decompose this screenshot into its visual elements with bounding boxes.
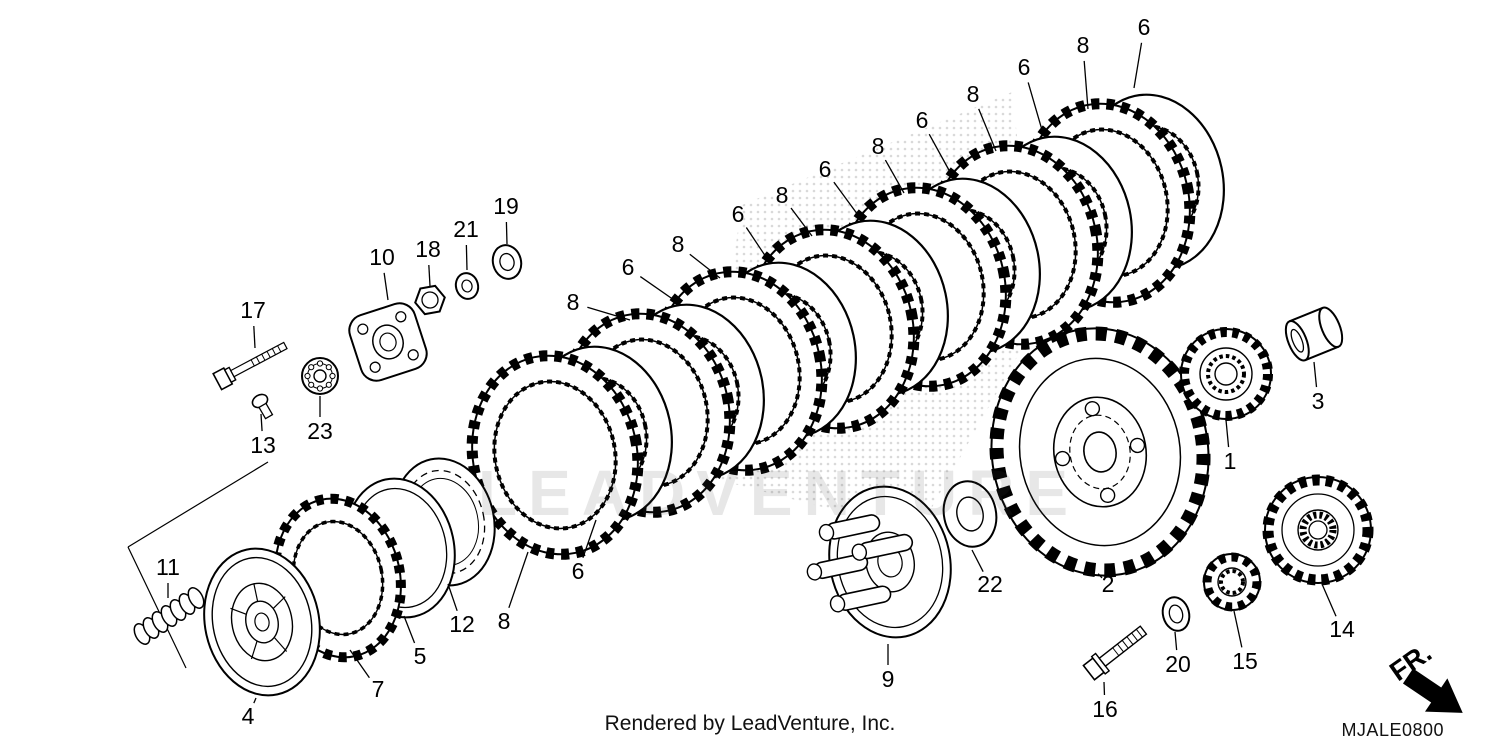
part-callout-5[interactable]: 5: [413, 643, 427, 670]
part-callout-8[interactable]: 8: [497, 608, 511, 635]
part-13-screw: [251, 393, 274, 420]
part-callout-6[interactable]: 6: [731, 201, 745, 228]
part-callout-8[interactable]: 8: [566, 289, 580, 316]
part-16-bolt: [1082, 625, 1148, 681]
part-callout-20[interactable]: 20: [1165, 651, 1191, 678]
part-22-washer: [942, 480, 998, 548]
part-1-gear: [1179, 327, 1273, 421]
clutch-center-pins: [806, 514, 914, 613]
part-callout-10[interactable]: 10: [369, 244, 395, 271]
part-callout-15[interactable]: 15: [1232, 648, 1258, 675]
part-callout-6[interactable]: 6: [621, 254, 635, 281]
part-callout-2[interactable]: 2: [1101, 571, 1115, 598]
part-callout-9[interactable]: 9: [881, 666, 895, 693]
part-callout-8[interactable]: 8: [1076, 32, 1090, 59]
part-19-washer: [491, 244, 523, 280]
part-callout-13[interactable]: 13: [250, 432, 276, 459]
part-17-bolt: [212, 341, 288, 391]
part-callout-3[interactable]: 3: [1311, 388, 1325, 415]
part-9-clutch-center: [806, 485, 952, 639]
part-18-nut: [414, 284, 446, 316]
part-15-lock-washer: [1202, 552, 1262, 612]
part-14-gear: [1262, 474, 1374, 586]
part-4-pressure-plate: [203, 547, 321, 697]
footer-credit: Rendered by LeadVenture, Inc.: [604, 712, 896, 735]
part-callout-12[interactable]: 12: [449, 611, 475, 638]
part-callout-18[interactable]: 18: [415, 236, 441, 263]
part-callout-6[interactable]: 6: [915, 107, 929, 134]
diagram-code: MJALE0800: [1341, 720, 1444, 740]
part-23-bearing: [301, 357, 339, 395]
part-10-lifter-plate: [348, 302, 428, 382]
part-callout-11[interactable]: 11: [156, 554, 180, 581]
group-boundary-lines: [127, 461, 269, 669]
part-callout-1[interactable]: 1: [1223, 448, 1237, 475]
part-callout-8[interactable]: 8: [671, 231, 685, 258]
part-callout-23[interactable]: 23: [307, 418, 333, 445]
part-callout-14[interactable]: 14: [1329, 616, 1355, 643]
part-callout-16[interactable]: 16: [1092, 696, 1118, 723]
part-21-washer: [454, 272, 480, 300]
part-callout-6[interactable]: 6: [1137, 14, 1151, 41]
part-11-spring: [133, 587, 205, 645]
part-callout-22[interactable]: 22: [977, 571, 1003, 598]
part-3-collar: [1284, 306, 1344, 362]
part-callout-6[interactable]: 6: [571, 558, 585, 585]
part-callout-4[interactable]: 4: [241, 703, 255, 730]
part-callout-21[interactable]: 21: [453, 216, 479, 243]
part-2-clutch-outer: [989, 326, 1211, 578]
fr-arrow-icon: [1402, 668, 1463, 713]
part-callout-8[interactable]: 8: [871, 133, 885, 160]
part-callout-6[interactable]: 6: [1017, 54, 1031, 81]
part-callout-6[interactable]: 6: [818, 156, 832, 183]
part-20-washer: [1161, 596, 1191, 632]
part-callout-8[interactable]: 8: [775, 182, 789, 209]
part-callout-19[interactable]: 19: [493, 193, 519, 220]
part-callout-7[interactable]: 7: [371, 676, 385, 703]
part-callout-17[interactable]: 17: [240, 297, 266, 324]
part-callout-8[interactable]: 8: [966, 81, 980, 108]
fr-indicator: FR.: [1384, 637, 1463, 713]
